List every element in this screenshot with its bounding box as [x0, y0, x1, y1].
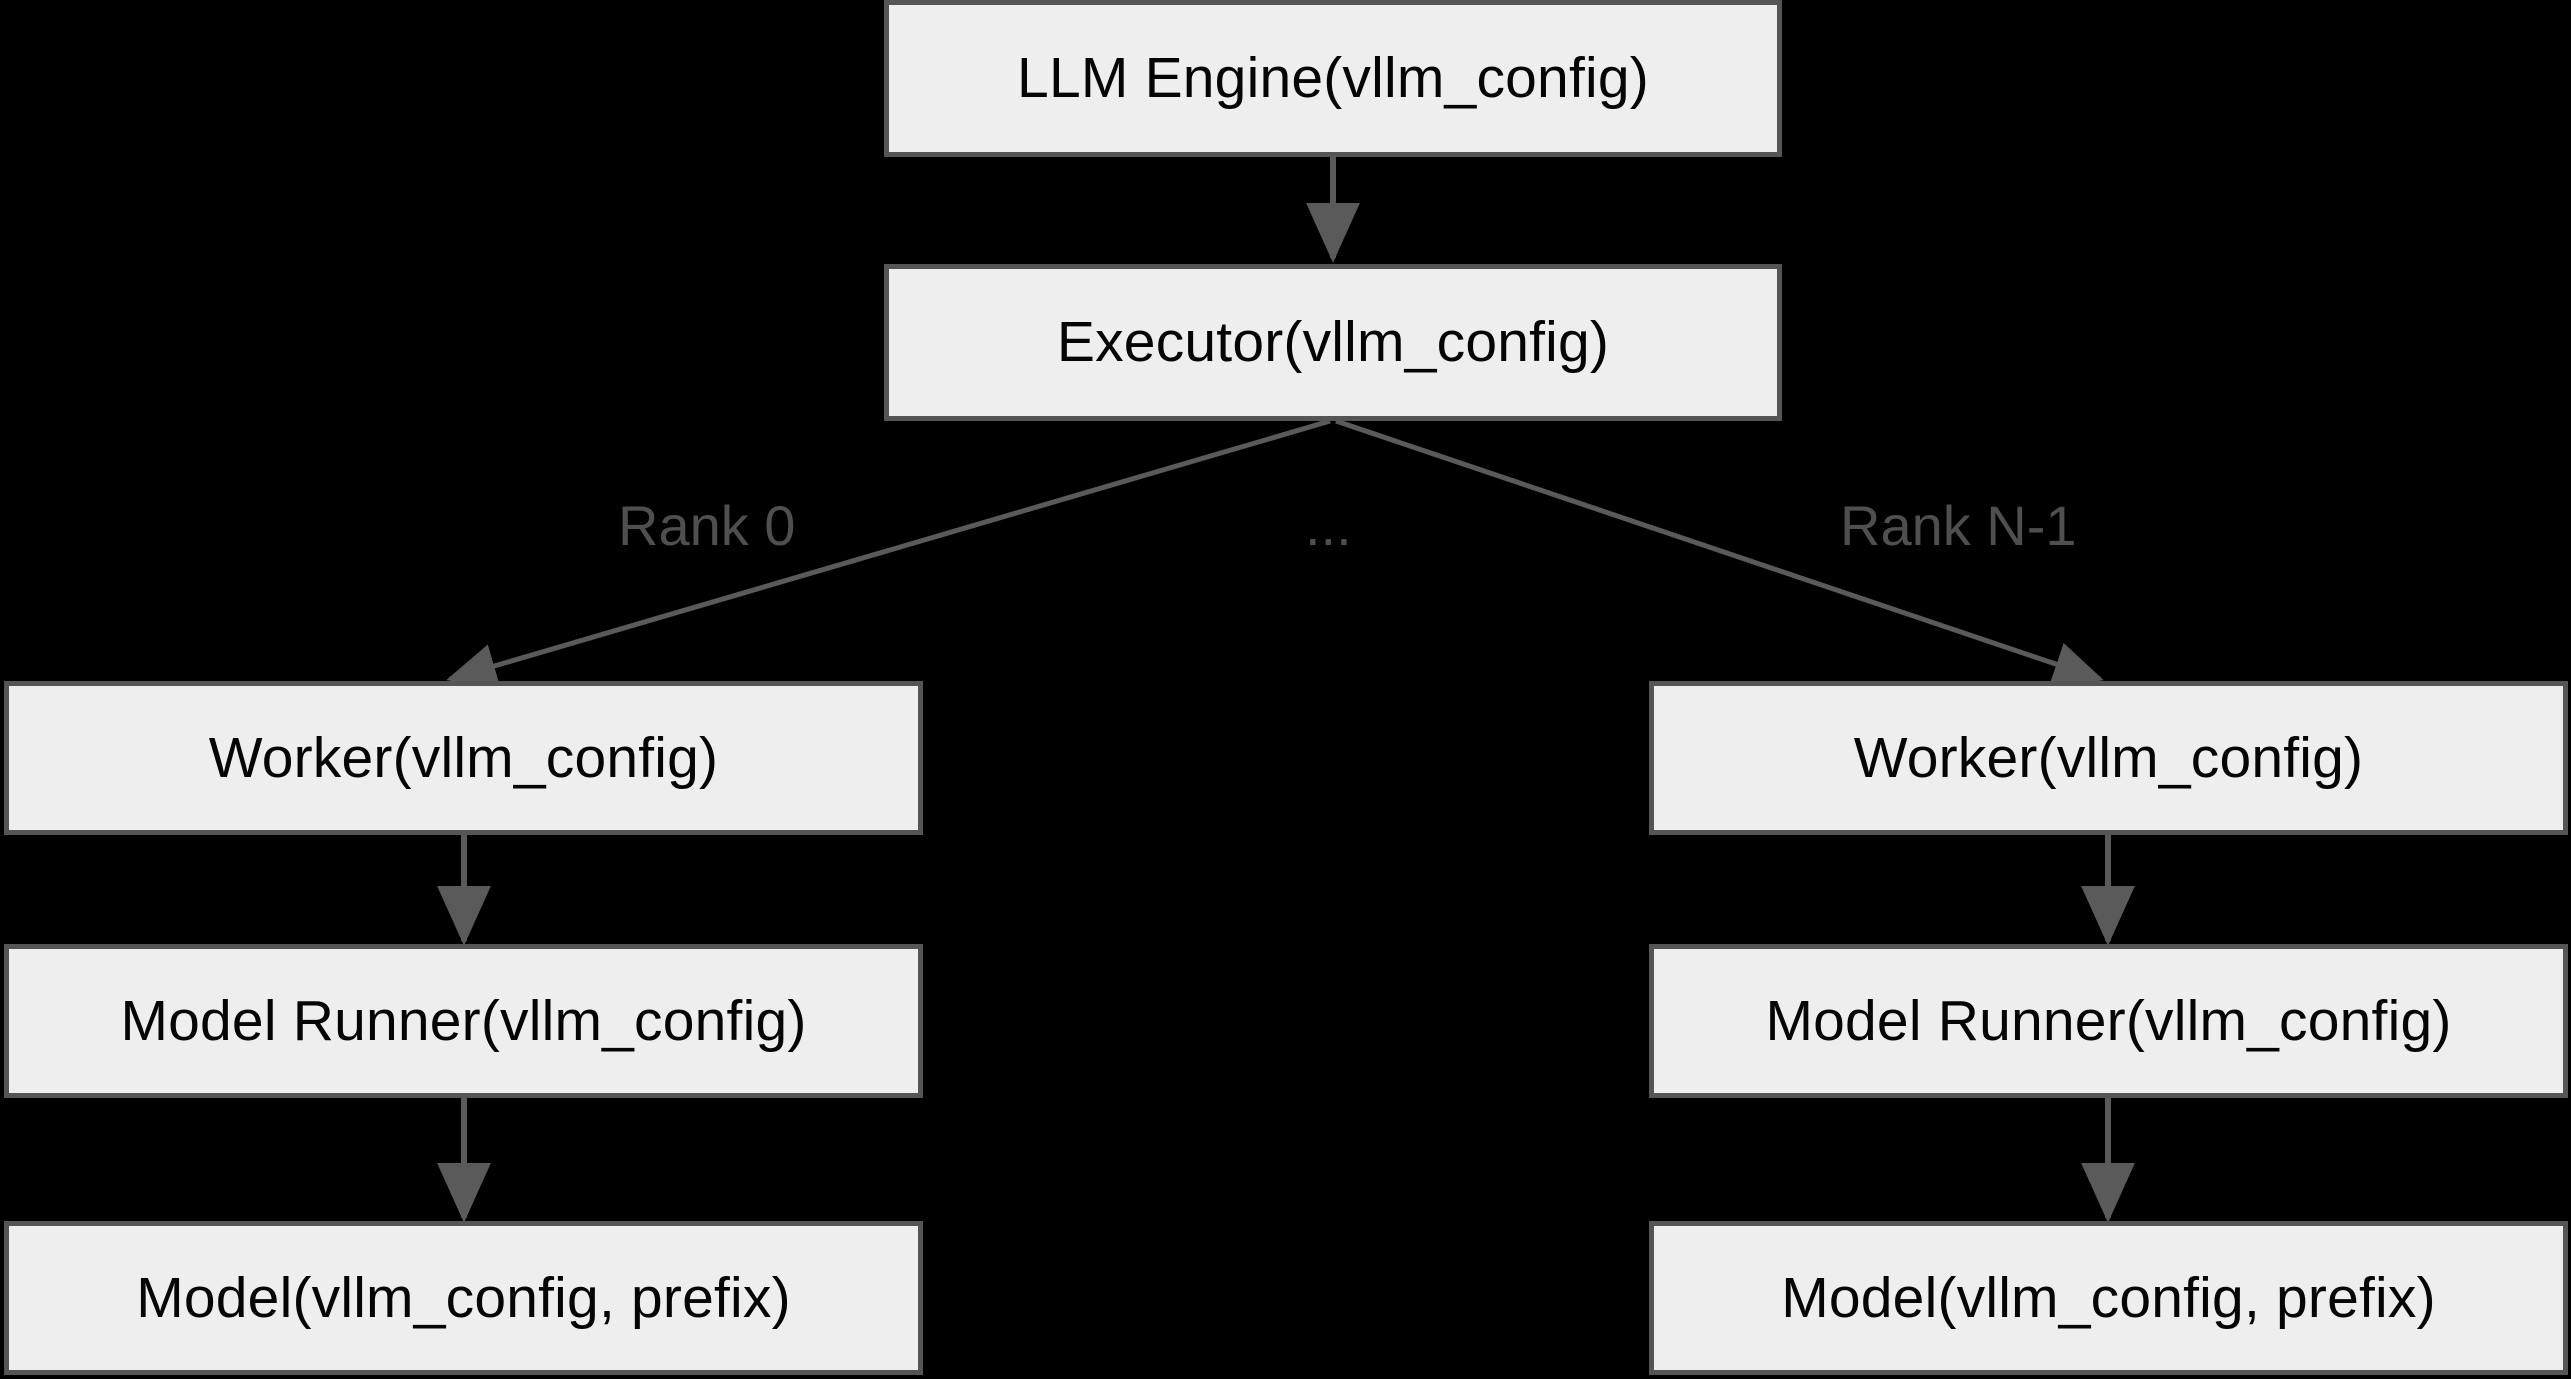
- node-rankn-model-label: Model(vllm_config, prefix): [1781, 1265, 2436, 1330]
- edge-executor-to-rank0-worker: [446, 418, 1331, 688]
- node-rank0-model-runner[interactable]: Model Runner(vllm_config): [4, 944, 923, 1098]
- node-rankn-model-runner[interactable]: Model Runner(vllm_config): [1649, 944, 2568, 1098]
- node-rank0-worker-label: Worker(vllm_config): [208, 725, 719, 790]
- node-rankn-worker[interactable]: Worker(vllm_config): [1649, 681, 2568, 835]
- node-rankn-model[interactable]: Model(vllm_config, prefix): [1649, 1221, 2568, 1375]
- edge-label-ellipsis: ...: [1305, 494, 1352, 557]
- node-rankn-model-runner-label: Model Runner(vllm_config): [1765, 988, 2452, 1053]
- node-executor[interactable]: Executor(vllm_config): [884, 264, 1782, 421]
- node-rank0-model-label: Model(vllm_config, prefix): [136, 1265, 791, 1330]
- node-llm-engine-label: LLM Engine(vllm_config): [1017, 46, 1649, 111]
- node-rank0-worker[interactable]: Worker(vllm_config): [4, 681, 923, 835]
- node-executor-label: Executor(vllm_config): [1056, 310, 1610, 375]
- node-rank0-model-runner-label: Model Runner(vllm_config): [120, 988, 807, 1053]
- edge-label-rank-0: Rank 0: [618, 494, 796, 557]
- node-rank0-model[interactable]: Model(vllm_config, prefix): [4, 1221, 923, 1375]
- edge-label-rank-n-minus-1: Rank N-1: [1840, 494, 2077, 557]
- node-llm-engine[interactable]: LLM Engine(vllm_config): [884, 0, 1782, 157]
- node-rankn-worker-label: Worker(vllm_config): [1853, 725, 2364, 790]
